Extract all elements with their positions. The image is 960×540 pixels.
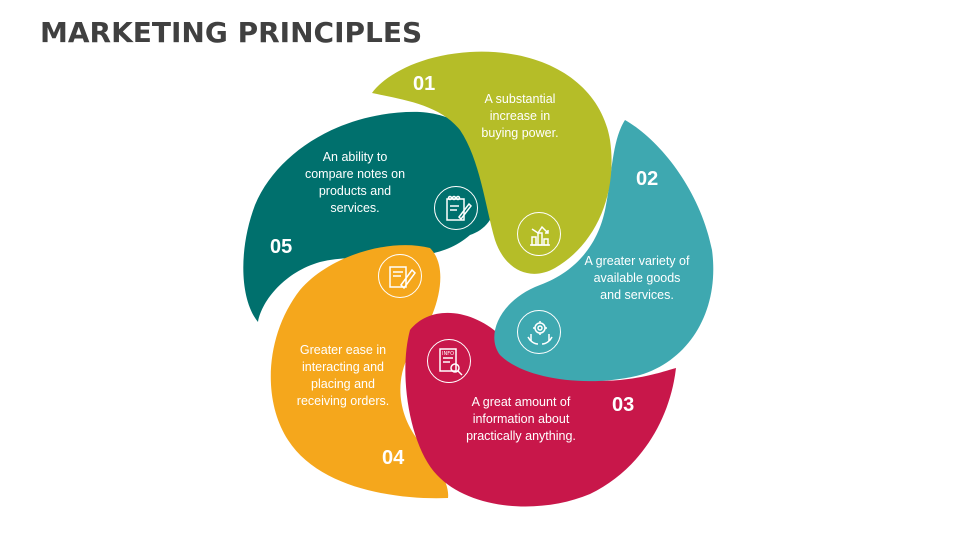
petal-05 <box>243 111 497 322</box>
svg-text:INFO: INFO <box>442 351 454 357</box>
step-number-01: 01 <box>413 73 436 95</box>
bar-chart-icon <box>517 212 561 256</box>
step-text-05: An ability to compare notes on products … <box>304 150 406 215</box>
step-number-02: 02 <box>636 168 659 190</box>
step-number-03: 03 <box>612 394 635 416</box>
step-text-03: A great amount of information about prac… <box>466 395 576 443</box>
gear-hands-icon <box>517 310 561 354</box>
page-title: MARKETING PRINCIPLES <box>40 16 423 49</box>
notepad-icon <box>434 186 478 230</box>
petal-04 <box>270 245 449 499</box>
step-number-05: 05 <box>270 236 293 258</box>
petal-03 <box>405 312 676 507</box>
step-text-02: A greater variety of available goods and… <box>584 254 690 302</box>
info-document-icon: INFO <box>427 339 471 383</box>
step-text-01: A substantial increase in buying power. <box>481 92 559 140</box>
step-number-04: 04 <box>382 447 405 469</box>
order-pen-icon <box>378 254 422 298</box>
step-text-04: Greater ease in interacting and placing … <box>296 343 390 408</box>
